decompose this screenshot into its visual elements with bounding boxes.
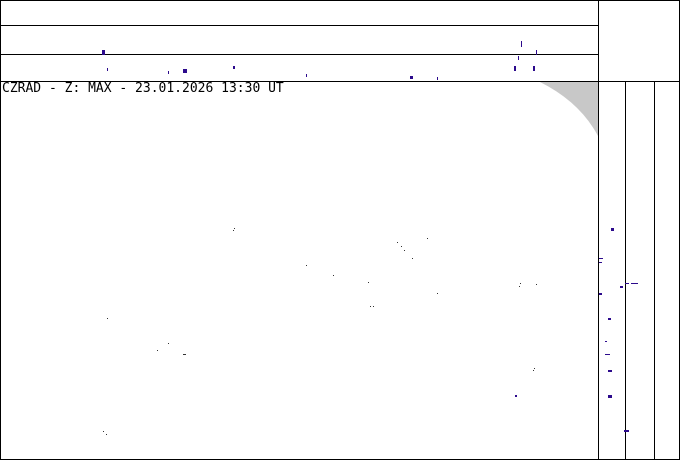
echo-dot — [397, 242, 398, 243]
echo-dot — [333, 275, 334, 276]
echo-dot — [520, 283, 521, 284]
echo-mark — [605, 354, 610, 355]
echo-dot — [536, 284, 537, 285]
echo-mark — [536, 50, 537, 55]
echo-dot — [412, 258, 413, 259]
echo-mark — [624, 430, 629, 432]
echo-mark — [620, 286, 623, 288]
echo-mark — [521, 41, 522, 47]
map-top-border — [0, 81, 680, 82]
echo-dot — [373, 306, 374, 307]
echo-mark — [599, 262, 602, 263]
echo-dot — [306, 265, 307, 266]
echo-mark — [533, 66, 535, 71]
echo-dot — [183, 354, 186, 355]
echo-dot — [106, 434, 107, 435]
echo-dot — [401, 246, 402, 247]
echo-mark — [437, 77, 438, 80]
echo-mark — [611, 228, 614, 231]
echo-mark — [608, 395, 612, 398]
side-strip-divider-1 — [625, 81, 626, 460]
no-coverage-mask — [540, 82, 598, 136]
echo-mark — [102, 50, 105, 55]
map-title: CZRAD - Z: MAX - 23.01.2026 13:30 UT — [2, 81, 284, 96]
echo-mark — [107, 68, 108, 71]
echo-dot — [103, 431, 104, 432]
echo-dot — [368, 282, 369, 283]
echo-dot — [534, 368, 535, 369]
side-strip-divider-2 — [654, 81, 655, 460]
echo-dot — [404, 250, 405, 251]
echo-mark — [608, 318, 611, 320]
top-strip-divider-2 — [0, 54, 598, 55]
echo-mark — [518, 56, 519, 60]
echo-mark — [625, 283, 629, 284]
echo-mark — [605, 341, 607, 342]
echo-dot — [168, 343, 169, 344]
echo-dot — [157, 350, 158, 351]
echo-dot — [234, 228, 235, 229]
echo-dot — [427, 238, 428, 239]
echo-mark — [410, 76, 413, 79]
echo-dot — [519, 286, 520, 287]
echo-mark — [515, 395, 517, 397]
echo-mark — [599, 258, 603, 259]
echo-dot — [370, 306, 371, 307]
echo-mark — [168, 71, 169, 74]
echo-mark — [608, 370, 612, 372]
echo-mark — [183, 69, 187, 73]
echo-dot — [107, 318, 108, 319]
echo-mark — [306, 74, 307, 77]
echo-mark — [631, 283, 638, 284]
echo-mark — [233, 66, 235, 69]
top-strip-divider-1 — [0, 25, 598, 26]
map-right-border — [598, 0, 599, 460]
echo-mark — [599, 293, 602, 295]
echo-dot — [233, 230, 234, 231]
echo-dot — [437, 293, 438, 294]
echo-dot — [533, 370, 534, 371]
echo-mark — [514, 66, 516, 71]
